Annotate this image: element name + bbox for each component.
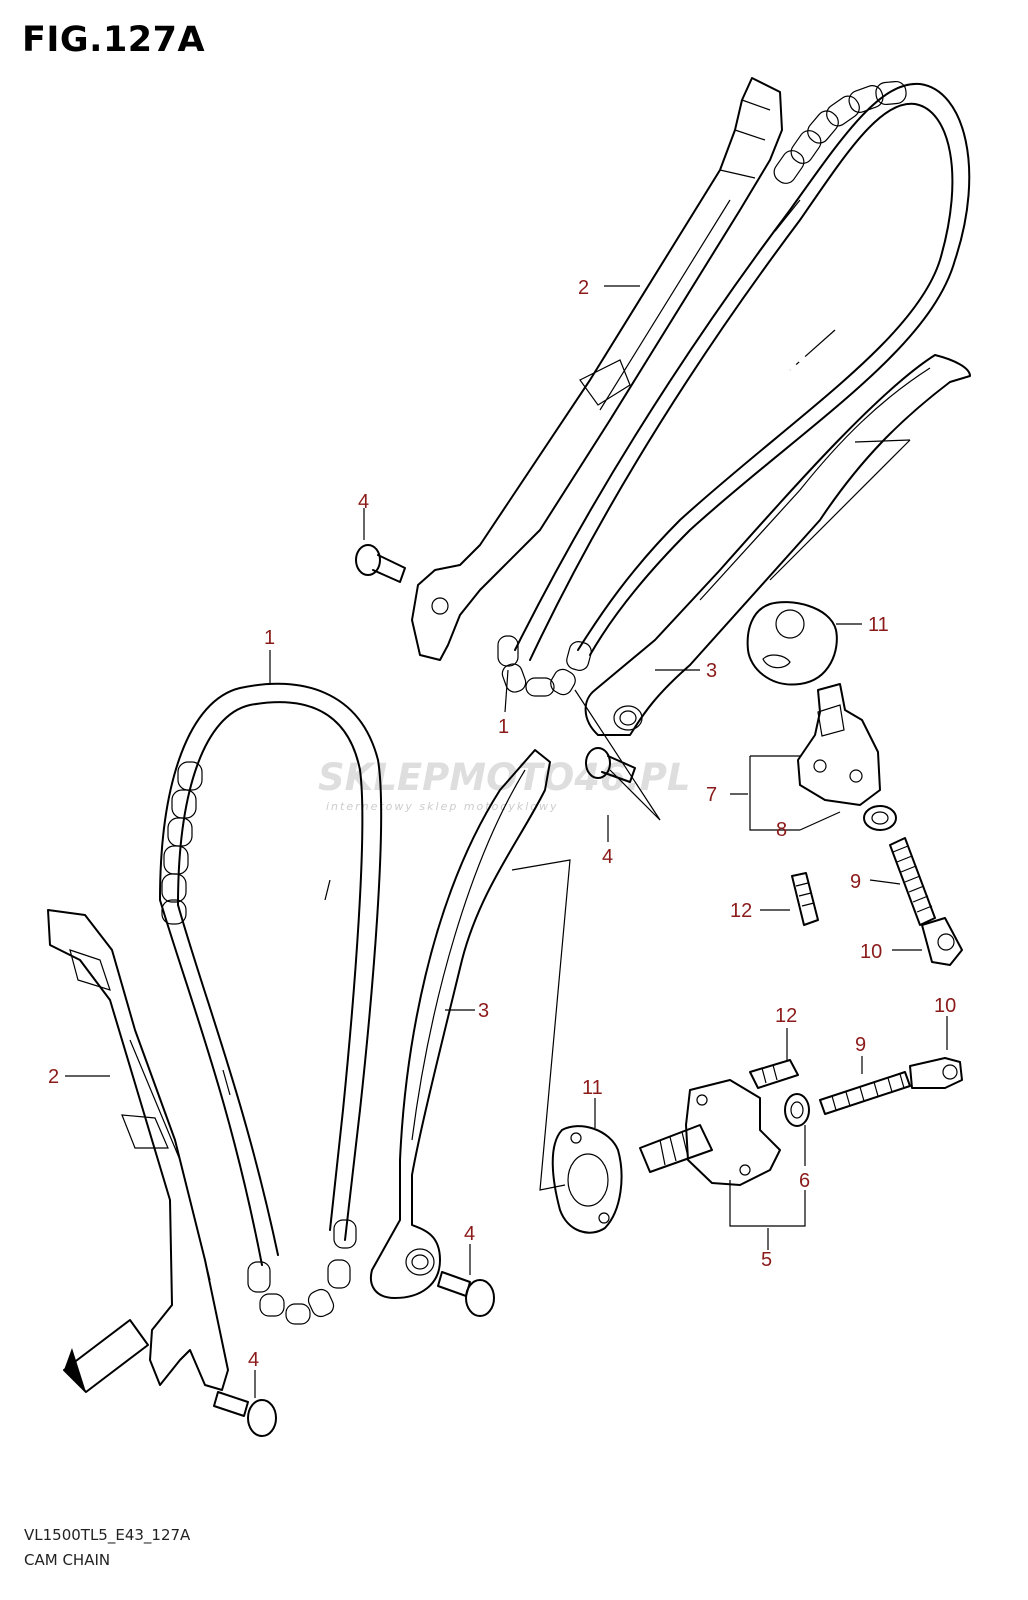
spring-upper bbox=[889, 837, 936, 926]
callout-4-lower-left: 4 bbox=[248, 1349, 259, 1371]
cam-chain-lower bbox=[159, 682, 383, 1325]
tensioner-assembly-lower bbox=[639, 1079, 781, 1186]
bolt-12-lower bbox=[749, 1059, 799, 1089]
callout-10-upper: 10 bbox=[860, 941, 882, 963]
figure-name: CAM CHAIN bbox=[24, 1551, 111, 1569]
callout-12-upper: 12 bbox=[730, 900, 752, 922]
bolt-10-upper bbox=[921, 917, 963, 966]
leader-lines bbox=[65, 285, 948, 1398]
callout-4-center: 4 bbox=[602, 846, 613, 868]
model-code: VL1500TL5_E43_127A bbox=[24, 1526, 191, 1544]
chain-guide-upper bbox=[411, 77, 783, 661]
callout-8: 8 bbox=[776, 819, 787, 841]
callout-3-lower: 3 bbox=[478, 1000, 489, 1022]
bolt-10-lower bbox=[909, 1057, 963, 1089]
fwd-label: FWD bbox=[87, 1339, 132, 1379]
callout-1-lower: 1 bbox=[264, 627, 275, 649]
gasket-lower bbox=[551, 1125, 623, 1234]
callout-labels: 2 4 1 3 11 7 8 4 9 12 10 1 3 2 11 12 9 1… bbox=[48, 277, 956, 1371]
callout-1-upper: 1 bbox=[498, 716, 509, 738]
callout-2-upper: 2 bbox=[578, 277, 589, 299]
callout-9-upper: 9 bbox=[850, 871, 861, 893]
callout-2-lower: 2 bbox=[48, 1066, 59, 1088]
bolt-12-upper bbox=[791, 872, 819, 926]
callout-7: 7 bbox=[706, 784, 717, 806]
callout-12-lower: 12 bbox=[775, 1005, 797, 1027]
callout-3-upper: 3 bbox=[706, 660, 717, 682]
bolt-4-upper-left bbox=[355, 544, 406, 583]
callout-11-lower: 11 bbox=[582, 1077, 603, 1099]
callout-9-lower: 9 bbox=[855, 1034, 866, 1056]
tensioner-assembly-upper bbox=[797, 683, 881, 806]
gasket-upper bbox=[746, 601, 838, 686]
cam-chain-upper bbox=[497, 80, 971, 697]
callout-11-upper: 11 bbox=[868, 614, 889, 636]
tensioner-arm-lower bbox=[370, 749, 551, 1299]
callout-4-upper: 4 bbox=[358, 491, 369, 513]
chain-guide-lower bbox=[47, 909, 229, 1391]
washer-upper bbox=[863, 805, 897, 831]
bolt-4-center bbox=[585, 747, 636, 783]
callout-10-lower: 10 bbox=[934, 995, 956, 1017]
bolt-4-lower-left bbox=[213, 1391, 277, 1437]
callout-5: 5 bbox=[761, 1249, 772, 1271]
fwd-arrow-icon: FWD bbox=[63, 1319, 149, 1393]
bolt-4-lower-center bbox=[437, 1271, 495, 1317]
washer-lower bbox=[784, 1093, 810, 1127]
callout-4-lower-center: 4 bbox=[464, 1223, 475, 1245]
spring-lower bbox=[819, 1071, 911, 1115]
watermark-tagline: internetowy sklep motocyklowy bbox=[326, 800, 559, 813]
figure-title: FIG.127A bbox=[22, 20, 206, 60]
callout-6: 6 bbox=[799, 1170, 810, 1192]
tensioner-arm-upper bbox=[584, 354, 971, 736]
